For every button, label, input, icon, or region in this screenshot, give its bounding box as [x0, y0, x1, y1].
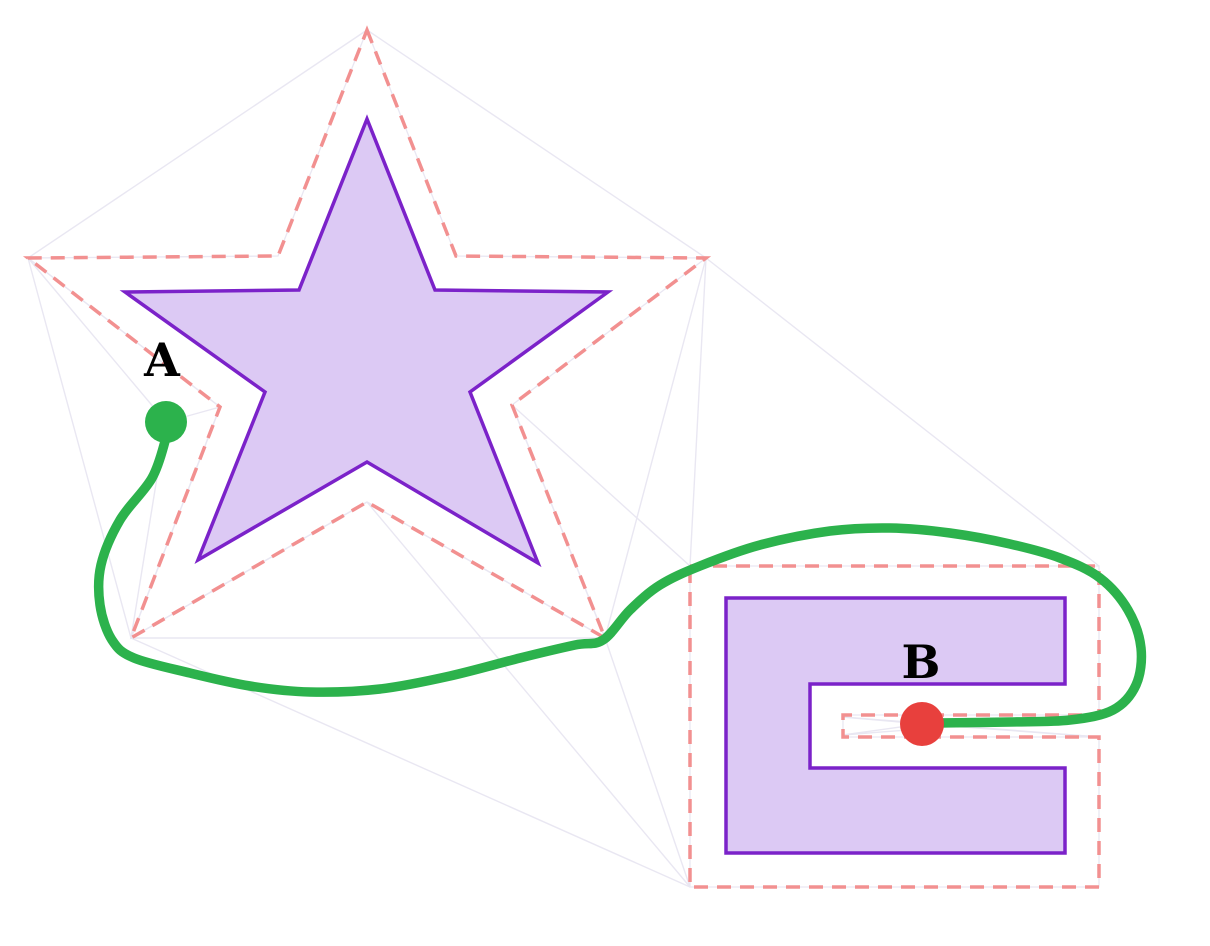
visibility-edge [604, 257, 707, 639]
planned-path [93, 433, 1147, 728]
visibility-edge [689, 257, 707, 567]
start-marker[interactable] [145, 401, 187, 443]
inflated-c-boundary [688, 564, 1101, 889]
visibility-edge [366, 501, 691, 888]
visibility-edge [511, 404, 691, 567]
visibility-edge [604, 637, 691, 888]
goal-label: B [902, 635, 941, 689]
visibility-edge [27, 257, 132, 639]
start-label: A [143, 333, 181, 387]
goal-marker[interactable] [900, 702, 944, 746]
star-obstacle [119, 114, 614, 568]
inflated-star-boundary-underlay [26, 28, 708, 640]
visibility-edge [27, 29, 368, 259]
visibility-graph [27, 29, 1100, 888]
obstacles [119, 114, 1067, 855]
visibility-edge [705, 257, 1100, 567]
visibility-edge [366, 29, 707, 259]
inflated-boundaries [22, 25, 1101, 889]
c-shape-obstacle [724, 596, 1067, 855]
visibility-edge [27, 257, 167, 423]
